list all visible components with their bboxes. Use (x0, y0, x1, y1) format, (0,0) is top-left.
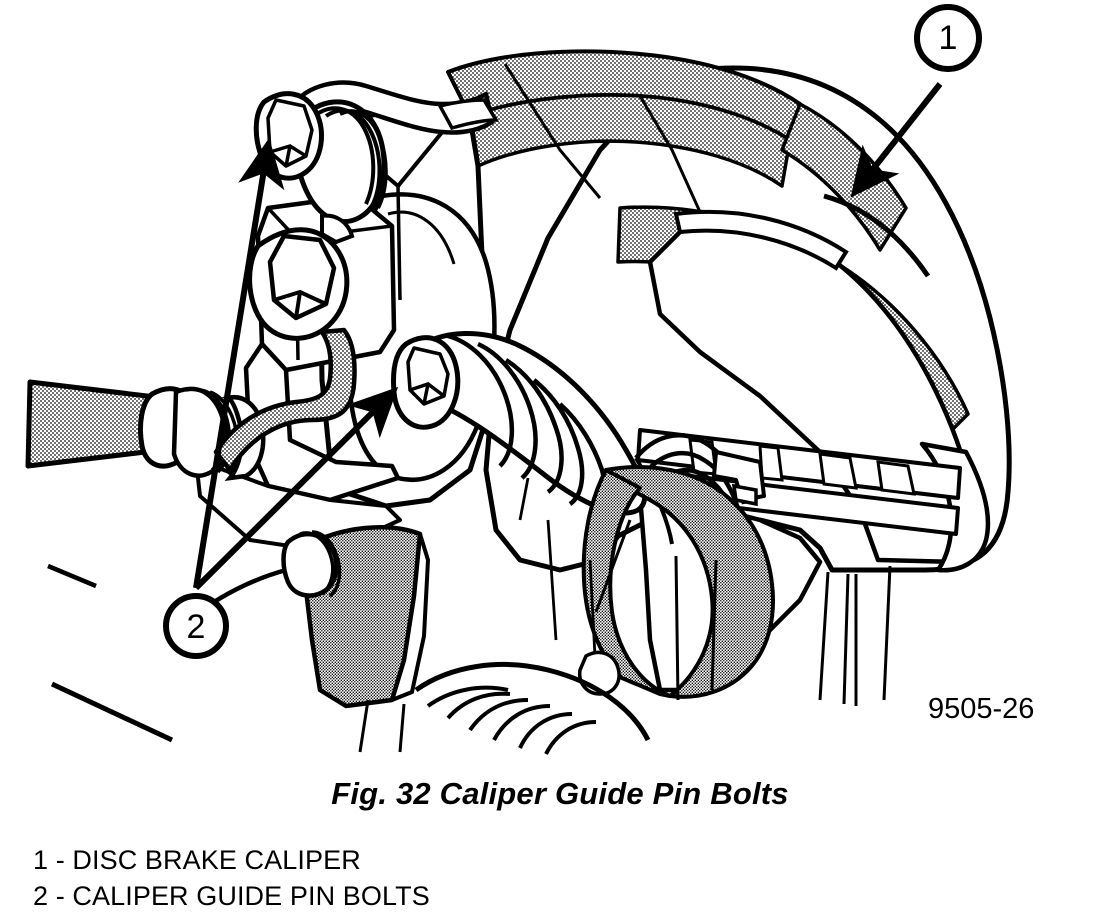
rotor-stem-1 (358, 699, 370, 753)
knuckle-contour-3 (518, 477, 530, 521)
callout-1-circle (914, 4, 982, 72)
brake-hose (25, 327, 357, 481)
ground-line-1 (47, 563, 97, 589)
drawing-number: 9505-26 (928, 693, 1034, 725)
legend: 1 - DISC BRAKE CALIPER 2 - CALIPER GUIDE… (33, 842, 733, 914)
rotor-stem-5 (594, 519, 632, 613)
caliper-lip-edge (823, 193, 931, 278)
pin-bolt-lower-rib-4 (532, 378, 585, 506)
knuckle-arm-edge (391, 533, 431, 702)
hex-bolt-hex-bevel-2 (294, 291, 302, 319)
pin-bolt-upper-tail (437, 98, 500, 131)
caliper-crown-crease-2 (638, 95, 702, 213)
pin-bolt-upper-head-bevel-2 (284, 145, 292, 167)
rotor-fin-3 (468, 698, 529, 732)
knuckle-web-shaded (581, 468, 672, 698)
ground-line-2 (50, 681, 174, 743)
pin-bolt-upper-rib-2 (324, 108, 382, 207)
rotor-stem-2 (398, 703, 406, 753)
figure-title: Fig. 32 Caliper Guide Pin Bolts (331, 776, 789, 811)
legend-item-1: 1 - DISC BRAKE CALIPER (33, 845, 361, 875)
rotor-fin-1 (426, 685, 509, 708)
rotor-edge-outer (414, 662, 651, 742)
callout-2-leader-upper (193, 137, 285, 589)
steering-knuckle (518, 450, 775, 699)
caliper-slot-3 (876, 460, 916, 496)
callout-2-leader-lower (193, 386, 399, 591)
caliper-slot-2 (818, 452, 858, 490)
callout-2-label: 2 (187, 608, 206, 646)
caliper-crown-crease (503, 63, 602, 199)
pin-bolt-lower-head-bevel-2 (422, 383, 430, 405)
callout-1-leader (850, 82, 943, 198)
brake-hose-bend (213, 327, 357, 473)
knuckle-arm-pin-rib-1 (299, 531, 335, 596)
legend-item-2: 2 - CALIPER GUIDE PIN BOLTS (33, 881, 430, 911)
caliper-upper-right-slab (780, 102, 908, 252)
caliper-strand-1 (818, 571, 830, 701)
pin-bolt-upper-stub (320, 213, 355, 245)
pin-bolt-upper-rib-3 (339, 109, 388, 209)
caliper-guide-pin-bolts-illustration: 1 2 9505-26 (25, 4, 1035, 755)
callout-2-circle (163, 593, 229, 659)
callout-1-label: 1 (939, 19, 958, 57)
rotor-fin-4 (492, 704, 551, 741)
knuckle-lower-arm (184, 525, 431, 709)
pin-bolt-lower-rib-3 (504, 358, 564, 494)
caliper-guide-pin-bolt-lower (391, 331, 747, 545)
callout-2[interactable]: 2 (163, 137, 399, 659)
caption-block: Fig. 32 Caliper Guide Pin Bolts 1 - DISC… (0, 760, 1120, 924)
caliper-nose-fin (673, 210, 849, 271)
caliper-strand-2 (842, 573, 850, 705)
caliper-block-vertical-seam (396, 185, 402, 301)
hex-bolt-hex-face (267, 233, 337, 321)
callout-1[interactable]: 1 (850, 4, 982, 198)
rotor-fin-5 (518, 712, 573, 749)
pin-bolt-lower-rib-2 (477, 341, 538, 480)
knuckle-contour-2 (546, 519, 558, 641)
caliper-crown-underside (468, 93, 792, 188)
knuckle-arm-pin-rib-2 (311, 530, 342, 598)
rotor-hub-lower (358, 519, 718, 755)
hex-bolt-head (247, 227, 350, 341)
rotor-stem-4 (710, 559, 718, 691)
context-ground-lines (47, 563, 174, 743)
caliper-strand-4 (882, 565, 892, 701)
rotor-stem-3 (674, 555, 680, 701)
pin-bolt-upper-rib-1 (310, 106, 376, 205)
rotor-fin-2 (446, 691, 511, 720)
rotor-fin-6 (544, 720, 597, 755)
knuckle-clip-notch (731, 483, 758, 507)
pin-bolt-lower-rib-1 (447, 333, 515, 468)
knuckle-body-shaded (604, 465, 775, 699)
